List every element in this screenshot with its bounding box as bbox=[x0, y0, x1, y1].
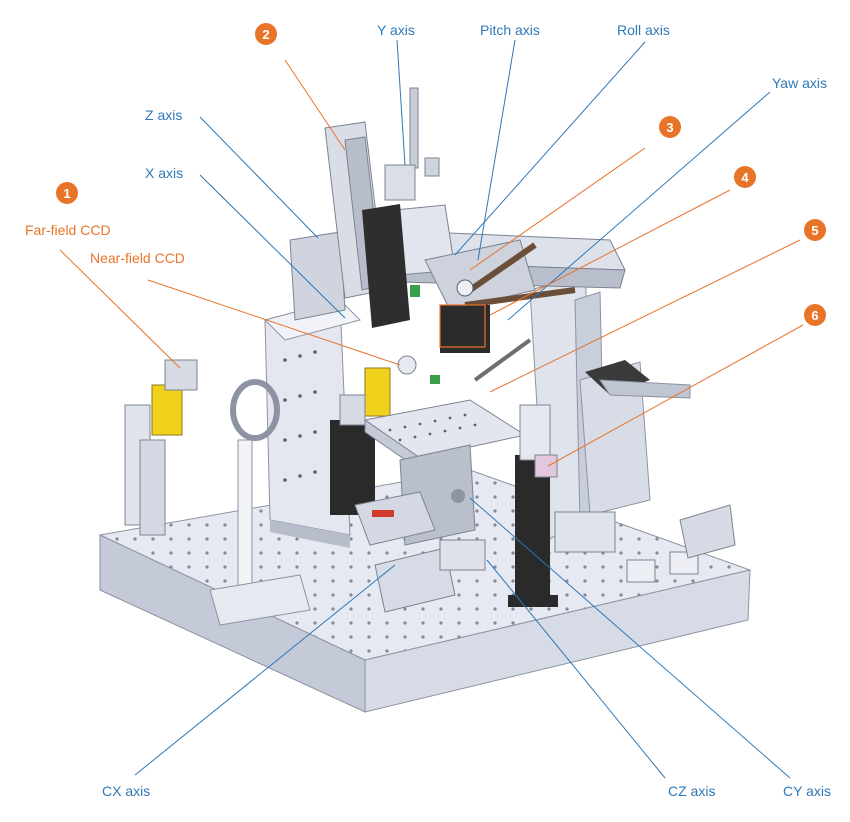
cz-axis-label: CZ axis bbox=[668, 783, 715, 799]
far-field-ccd-label: Far-field CCD bbox=[25, 222, 111, 238]
leader-yaw-axis bbox=[507, 91, 771, 321]
badge-1-text: 1 bbox=[63, 186, 70, 201]
badge-1: 1 bbox=[56, 182, 78, 204]
y-axis-label: Y axis bbox=[377, 22, 415, 38]
vertical-stage bbox=[508, 404, 558, 607]
y-axis-motor bbox=[384, 87, 440, 201]
leader-x-axis bbox=[199, 174, 346, 319]
roll-axis-label: Roll axis bbox=[617, 22, 670, 38]
badge-6-text: 6 bbox=[811, 308, 818, 323]
z-axis-column bbox=[324, 121, 410, 328]
badge-2-text: 2 bbox=[262, 27, 269, 42]
badge-5: 5 bbox=[804, 219, 826, 241]
badge-4-text: 4 bbox=[741, 170, 749, 185]
badge-3: 3 bbox=[659, 116, 681, 138]
cy-axis-label: CY axis bbox=[783, 783, 831, 799]
leader-pitch-axis bbox=[477, 39, 516, 261]
axis-labels: Y axis Pitch axis Roll axis Yaw axis Z a… bbox=[102, 22, 831, 799]
highlight-box-3 bbox=[439, 304, 486, 348]
leader-cx-axis bbox=[134, 564, 396, 776]
leader-cz-axis bbox=[486, 559, 666, 779]
badge-5-text: 5 bbox=[811, 223, 818, 238]
z-axis-label: Z axis bbox=[145, 107, 182, 123]
pitch-axis-label: Pitch axis bbox=[480, 22, 540, 38]
near-field-ccd-label: Near-field CCD bbox=[90, 250, 185, 266]
leader-4 bbox=[489, 189, 731, 316]
badge-2: 2 bbox=[255, 23, 277, 45]
camera-labels: Far-field CCD Near-field CCD bbox=[25, 222, 185, 266]
callout-lines bbox=[59, 39, 804, 779]
leader-y-axis bbox=[396, 39, 406, 166]
badge-6: 6 bbox=[804, 304, 826, 326]
leader-6 bbox=[547, 324, 804, 467]
center-stage bbox=[354, 399, 527, 613]
leader-roll-axis bbox=[454, 41, 646, 256]
leader-2 bbox=[284, 59, 346, 151]
x-axis-label: X axis bbox=[145, 165, 183, 181]
leader-far-field-ccd bbox=[59, 249, 181, 369]
clamp-post bbox=[209, 379, 311, 626]
number-badges: 1 2 3 4 5 6 bbox=[56, 23, 826, 326]
right-frame bbox=[529, 274, 691, 541]
leader-z-axis bbox=[199, 116, 319, 239]
badge-4: 4 bbox=[734, 166, 756, 188]
far-field-ccd-mount bbox=[124, 359, 198, 536]
leader-cy-axis bbox=[469, 497, 791, 779]
rotation-head bbox=[410, 239, 576, 384]
cx-axis-label: CX axis bbox=[102, 783, 150, 799]
leader-3 bbox=[469, 147, 646, 271]
near-field-ccd-mount bbox=[330, 355, 417, 515]
base-accessories bbox=[554, 504, 736, 583]
leader-near-field-ccd bbox=[147, 279, 401, 366]
badge-3-text: 3 bbox=[666, 120, 673, 135]
leader-5 bbox=[489, 239, 801, 393]
yaw-axis-label: Yaw axis bbox=[772, 75, 827, 91]
